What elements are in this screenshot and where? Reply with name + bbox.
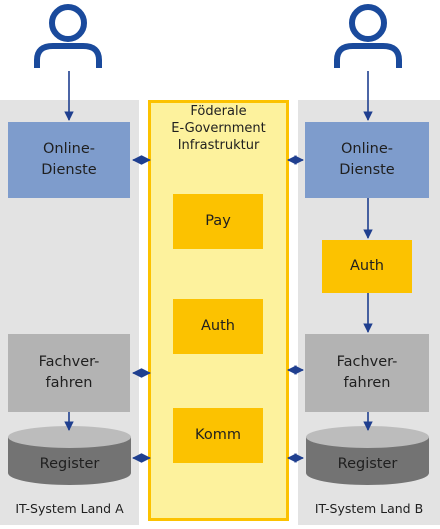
komm-box: Komm — [173, 408, 263, 463]
case-processing-box-land-b: Fachver- fahren — [305, 334, 429, 412]
register-label-land-a: Register — [39, 456, 100, 472]
online-services-box-land-a: Online- Dienste — [8, 122, 130, 198]
register-database-land-b — [305, 425, 430, 491]
caption-land-a: IT-System Land A — [15, 501, 124, 516]
online-services-box-land-b: Online- Dienste — [305, 122, 429, 198]
case-processing-box-land-a: Fachver- fahren — [8, 334, 130, 412]
auth-box-land-b: Auth — [322, 240, 412, 293]
register-label-land-b: Register — [337, 456, 398, 472]
infrastructure-title: Föderale E-Government Infrastruktur — [171, 104, 266, 154]
user-icon-land-a — [33, 2, 103, 70]
register-database-land-a — [7, 425, 132, 491]
auth-box-infrastructure: Auth — [173, 299, 263, 354]
pay-box: Pay — [173, 194, 263, 249]
user-icon-land-b — [333, 2, 403, 70]
caption-land-b: IT-System Land B — [314, 501, 424, 516]
